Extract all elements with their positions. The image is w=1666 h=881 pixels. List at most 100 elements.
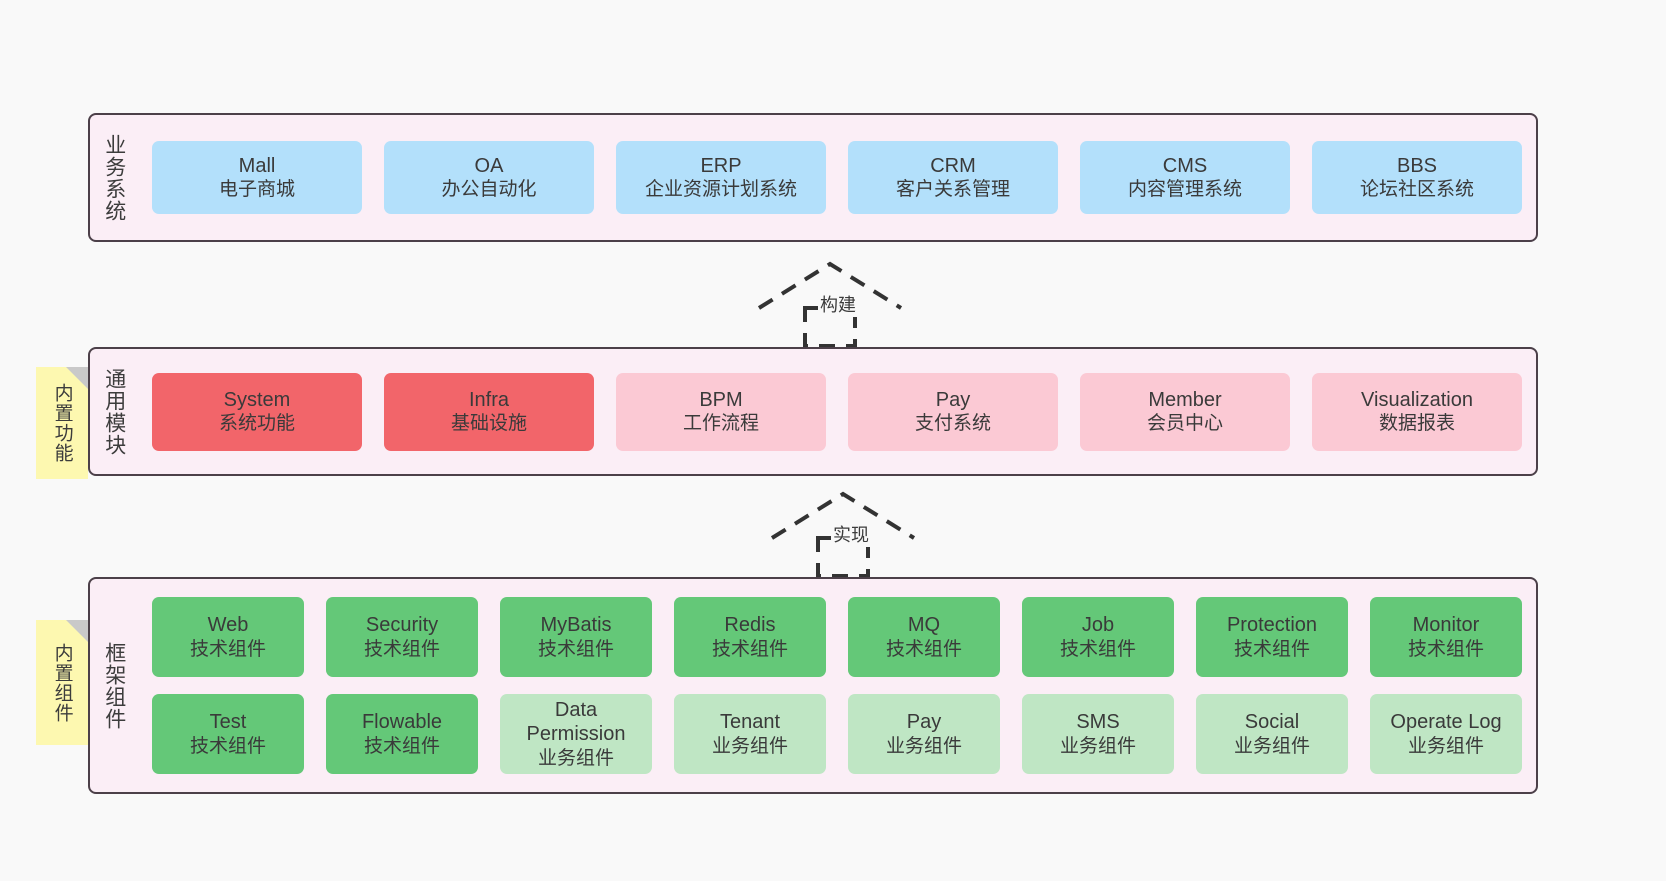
implement-arrow: 实现 xyxy=(768,488,918,578)
node-pay-component-en: Pay xyxy=(906,711,942,734)
node-social-en: Social xyxy=(1244,711,1300,734)
node-social-cn: 业务组件 xyxy=(1233,735,1310,757)
node-data-permission-en: Data Permission xyxy=(526,699,626,746)
note-builtin-function-label: 内置功能 xyxy=(51,383,73,463)
node-infra[interactable]: Infra 基础设施 xyxy=(384,372,594,451)
node-mq-en: MQ xyxy=(907,614,941,637)
node-member-en: Member xyxy=(1148,388,1222,411)
node-bbs-en: BBS xyxy=(1396,154,1438,177)
node-crm-cn: 客户关系管理 xyxy=(895,179,1010,201)
node-mq-cn: 技术组件 xyxy=(885,638,962,660)
node-infra-cn: 基础设施 xyxy=(450,413,527,435)
note-builtin-component[interactable]: 内置组件 xyxy=(36,620,88,745)
node-redis-en: Redis xyxy=(724,614,776,637)
node-mybatis-en: MyBatis xyxy=(540,614,612,637)
node-mall-cn: 电子商城 xyxy=(218,179,295,201)
node-erp-en: ERP xyxy=(700,154,742,177)
node-web-en: Web xyxy=(207,614,249,637)
node-operate-log[interactable]: Operate Log 业务组件 xyxy=(1370,694,1522,774)
node-member-cn: 会员中心 xyxy=(1146,413,1223,435)
node-visualization-cn: 数据报表 xyxy=(1378,413,1455,435)
node-test-cn: 技术组件 xyxy=(189,735,266,757)
node-data-permission-cn: 业务组件 xyxy=(537,747,614,769)
layer-common-modules: 通用模块 System 系统功能 Infra 基础设施 BPM 工作流程 Pay… xyxy=(88,347,1538,476)
layer-modules-body: System 系统功能 Infra 基础设施 BPM 工作流程 Pay 支付系统… xyxy=(138,349,1536,474)
node-tenant-en: Tenant xyxy=(719,711,781,734)
node-operate-log-cn: 业务组件 xyxy=(1407,735,1484,757)
node-web-cn: 技术组件 xyxy=(189,638,266,660)
layer-business-body: Mall 电子商城 OA 办公自动化 ERP 企业资源计划系统 CRM 客户关系… xyxy=(138,115,1536,240)
layer-framework-body: Web 技术组件 Security 技术组件 MyBatis 技术组件 Redi… xyxy=(138,579,1536,792)
node-crm-en: CRM xyxy=(930,154,976,177)
node-bpm-cn: 工作流程 xyxy=(682,413,759,435)
node-monitor-en: Monitor xyxy=(1412,614,1480,637)
node-mybatis[interactable]: MyBatis 技术组件 xyxy=(500,597,652,677)
node-social[interactable]: Social 业务组件 xyxy=(1196,694,1348,774)
node-protection[interactable]: Protection 技术组件 xyxy=(1196,597,1348,677)
node-job-cn: 技术组件 xyxy=(1059,638,1136,660)
node-cms-cn: 内容管理系统 xyxy=(1127,179,1242,201)
node-monitor-cn: 技术组件 xyxy=(1407,638,1484,660)
implement-arrow-label: 实现 xyxy=(831,521,871,547)
layer-framework-title: 框架组件 xyxy=(102,641,126,730)
note-builtin-function[interactable]: 内置功能 xyxy=(36,367,88,479)
node-visualization[interactable]: Visualization 数据报表 xyxy=(1312,372,1522,451)
build-arrow: 构建 xyxy=(755,258,905,348)
node-bbs[interactable]: BBS 论坛社区系统 xyxy=(1312,141,1522,214)
node-system-en: System xyxy=(223,388,291,411)
node-mall-en: Mall xyxy=(238,154,276,177)
node-mybatis-cn: 技术组件 xyxy=(537,638,614,660)
node-visualization-en: Visualization xyxy=(1361,388,1473,411)
node-security-en: Security xyxy=(365,614,439,637)
node-pay-component-cn: 业务组件 xyxy=(885,735,962,757)
node-security[interactable]: Security 技术组件 xyxy=(326,597,478,677)
node-job[interactable]: Job 技术组件 xyxy=(1022,597,1174,677)
node-crm[interactable]: CRM 客户关系管理 xyxy=(848,141,1058,214)
node-flowable-cn: 技术组件 xyxy=(363,735,440,757)
node-flowable[interactable]: Flowable 技术组件 xyxy=(326,694,478,774)
node-sms-cn: 业务组件 xyxy=(1059,735,1136,757)
node-redis-cn: 技术组件 xyxy=(711,638,788,660)
framework-node-row-2: Test 技术组件 Flowable 技术组件 Data Permission … xyxy=(152,694,1522,774)
node-monitor[interactable]: Monitor 技术组件 xyxy=(1370,597,1522,677)
node-member[interactable]: Member 会员中心 xyxy=(1080,372,1290,451)
node-oa-en: OA xyxy=(474,154,504,177)
node-protection-en: Protection xyxy=(1226,614,1318,637)
node-protection-cn: 技术组件 xyxy=(1233,638,1310,660)
layer-business-systems: 业务系统 Mall 电子商城 OA 办公自动化 ERP 企业资源计划系统 CRM… xyxy=(88,113,1538,242)
note-builtin-component-label: 内置组件 xyxy=(51,642,73,723)
node-cms-en: CMS xyxy=(1162,154,1208,177)
node-sms[interactable]: SMS 业务组件 xyxy=(1022,694,1174,774)
node-test-en: Test xyxy=(209,711,247,734)
layer-framework-components: 框架组件 Web 技术组件 Security 技术组件 MyBatis 技术组件… xyxy=(88,577,1538,794)
node-flowable-en: Flowable xyxy=(361,711,443,734)
node-pay-component[interactable]: Pay 业务组件 xyxy=(848,694,1000,774)
node-tenant-cn: 业务组件 xyxy=(711,735,788,757)
node-data-permission[interactable]: Data Permission 业务组件 xyxy=(500,694,652,774)
node-operate-log-en: Operate Log xyxy=(1390,711,1502,734)
node-web[interactable]: Web 技术组件 xyxy=(152,597,304,677)
node-test[interactable]: Test 技术组件 xyxy=(152,694,304,774)
node-pay-module[interactable]: Pay 支付系统 xyxy=(848,372,1058,451)
node-sms-en: SMS xyxy=(1076,711,1120,734)
node-bpm-en: BPM xyxy=(699,388,743,411)
node-cms[interactable]: CMS 内容管理系统 xyxy=(1080,141,1290,214)
node-tenant[interactable]: Tenant 业务组件 xyxy=(674,694,826,774)
node-mq[interactable]: MQ 技术组件 xyxy=(848,597,1000,677)
node-mall[interactable]: Mall 电子商城 xyxy=(152,141,362,214)
node-security-cn: 技术组件 xyxy=(363,638,440,660)
node-pay-module-en: Pay xyxy=(935,388,971,411)
layer-business-title: 业务系统 xyxy=(102,133,126,222)
node-redis[interactable]: Redis 技术组件 xyxy=(674,597,826,677)
build-arrow-label: 构建 xyxy=(818,291,858,317)
node-infra-en: Infra xyxy=(468,388,510,411)
node-bbs-cn: 论坛社区系统 xyxy=(1359,179,1474,201)
modules-node-row: System 系统功能 Infra 基础设施 BPM 工作流程 Pay 支付系统… xyxy=(152,372,1522,451)
node-oa[interactable]: OA 办公自动化 xyxy=(384,141,594,214)
node-system[interactable]: System 系统功能 xyxy=(152,372,362,451)
node-erp[interactable]: ERP 企业资源计划系统 xyxy=(616,141,826,214)
framework-node-row-1: Web 技术组件 Security 技术组件 MyBatis 技术组件 Redi… xyxy=(152,597,1522,677)
layer-modules-title: 通用模块 xyxy=(102,367,126,456)
node-bpm[interactable]: BPM 工作流程 xyxy=(616,372,826,451)
